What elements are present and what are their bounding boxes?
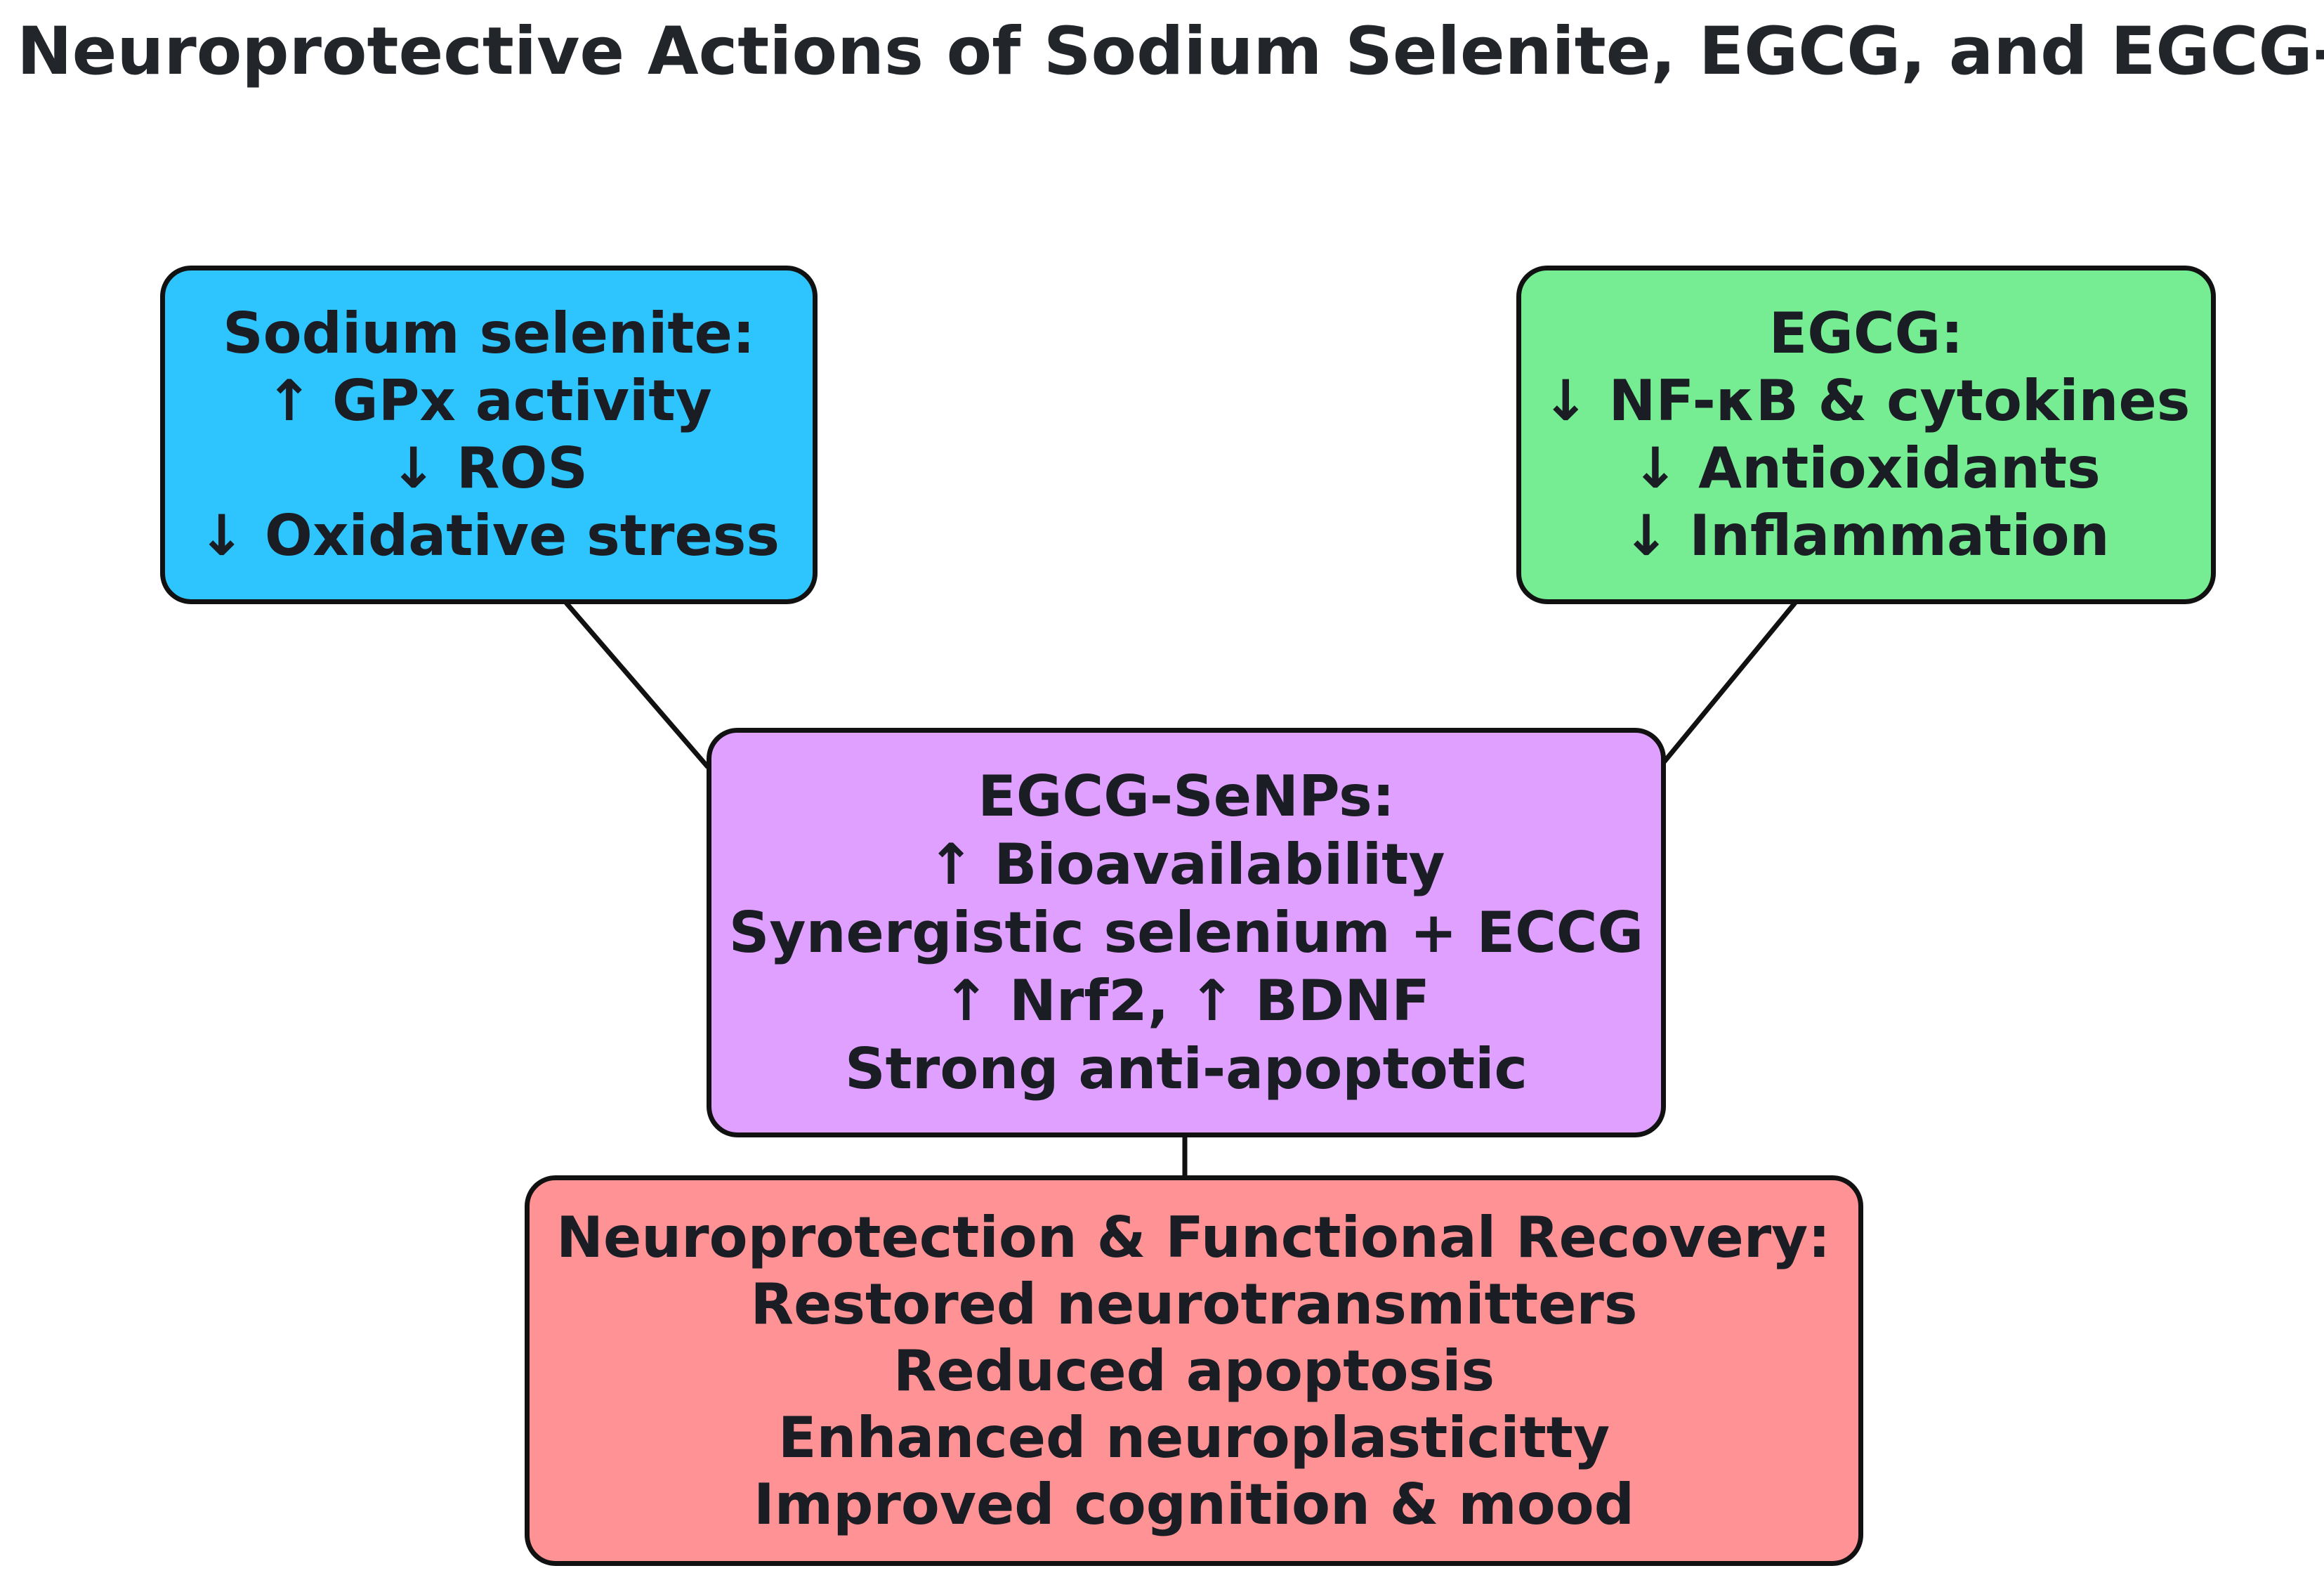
- egcg-effect: ↓ Inflammation: [1622, 503, 2110, 568]
- outcome-box: Neuroprotection & Functional Recovery: R…: [525, 1175, 1863, 1566]
- outcome-item: Reduced apoptosis: [893, 1338, 1495, 1404]
- egcg-senps-effect: Strong anti-apoptotic: [845, 1036, 1528, 1102]
- outcome-item: Improved cognition & mood: [754, 1471, 1634, 1537]
- diagram-title: Neuroprotective Actions of Sodium Seleni…: [17, 13, 2324, 90]
- outcome-heading: Neuroprotection & Functional Recovery:: [556, 1204, 1831, 1270]
- outcome-item: Restored neurotransmitters: [750, 1271, 1638, 1337]
- egcg-effect: ↓ Antioxidants: [1632, 436, 2101, 501]
- egcg-senps-effect: Synergistic selenium + ECCG: [728, 900, 1644, 965]
- egcg-box: EGCG: ↓ NF-κB & cytokines ↓ Antioxidants…: [1516, 266, 2216, 604]
- sodium-selenite-effect: ↓ ROS: [389, 436, 589, 501]
- sodium-selenite-effect: ↓ Oxidative stress: [198, 503, 780, 568]
- egcg-senps-heading: EGCG-SeNPs:: [978, 764, 1395, 829]
- egcg-heading: EGCG:: [1768, 301, 1964, 366]
- egcg-senps-effect: ↑ Bioavailability: [927, 832, 1445, 897]
- egcg-senps-effect: ↑ Nrf2, ↑ BDNF: [943, 968, 1430, 1033]
- egcg-senps-box: EGCG-SeNPs: ↑ Bioavailability Synergisti…: [707, 728, 1666, 1137]
- connector-egcg-to-senps: [1662, 601, 1797, 764]
- egcg-effect: ↓ NF-κB & cytokines: [1542, 368, 2191, 433]
- connector-selenite-to-senps: [564, 601, 710, 769]
- sodium-selenite-effect: ↑ GPx activity: [265, 368, 712, 433]
- outcome-item: Enhanced neuroplasticitty: [777, 1404, 1610, 1470]
- sodium-selenite-box: Sodium selenite: ↑ GPx activity ↓ ROS ↓ …: [160, 266, 818, 604]
- sodium-selenite-heading: Sodium selenite:: [223, 301, 755, 366]
